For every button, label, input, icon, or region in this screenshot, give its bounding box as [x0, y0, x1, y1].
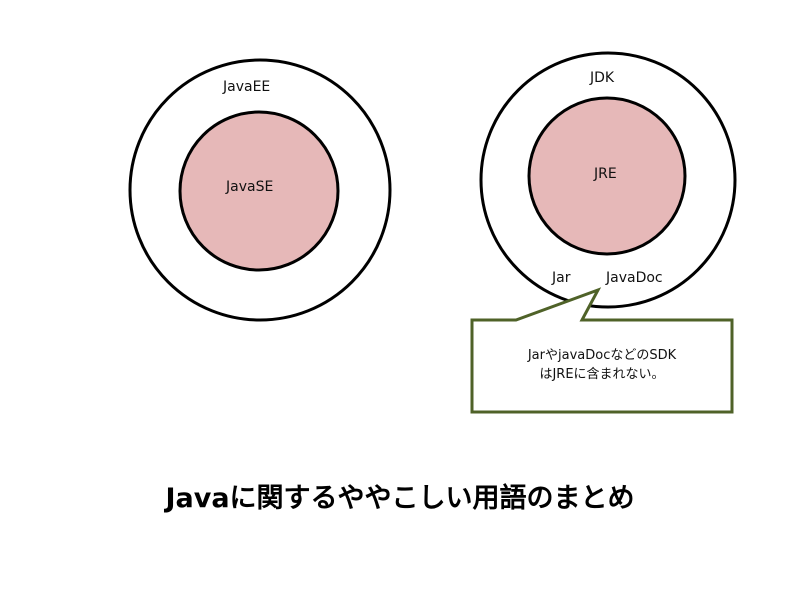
javadoc-label: JavaDoc — [606, 270, 663, 286]
javaee-label: JavaEE — [223, 79, 271, 95]
callout-box — [470, 287, 734, 414]
jre-inner-circle — [527, 96, 687, 256]
jre-label: JRE — [594, 166, 617, 182]
javase-inner-circle — [178, 110, 340, 272]
javase-label: JavaSE — [226, 179, 274, 195]
callout-line-1: JarやjavaDocなどのSDK — [527, 348, 677, 363]
callout-line-2: はJREに含まれない。 — [539, 367, 665, 382]
page-title: Javaに関するややこしい用語のまとめ — [165, 483, 635, 514]
callout-text: JarやjavaDocなどのSDK はJREに含まれない。 — [474, 346, 730, 384]
jdk-label: JDK — [590, 70, 615, 86]
jar-label: Jar — [552, 270, 571, 286]
